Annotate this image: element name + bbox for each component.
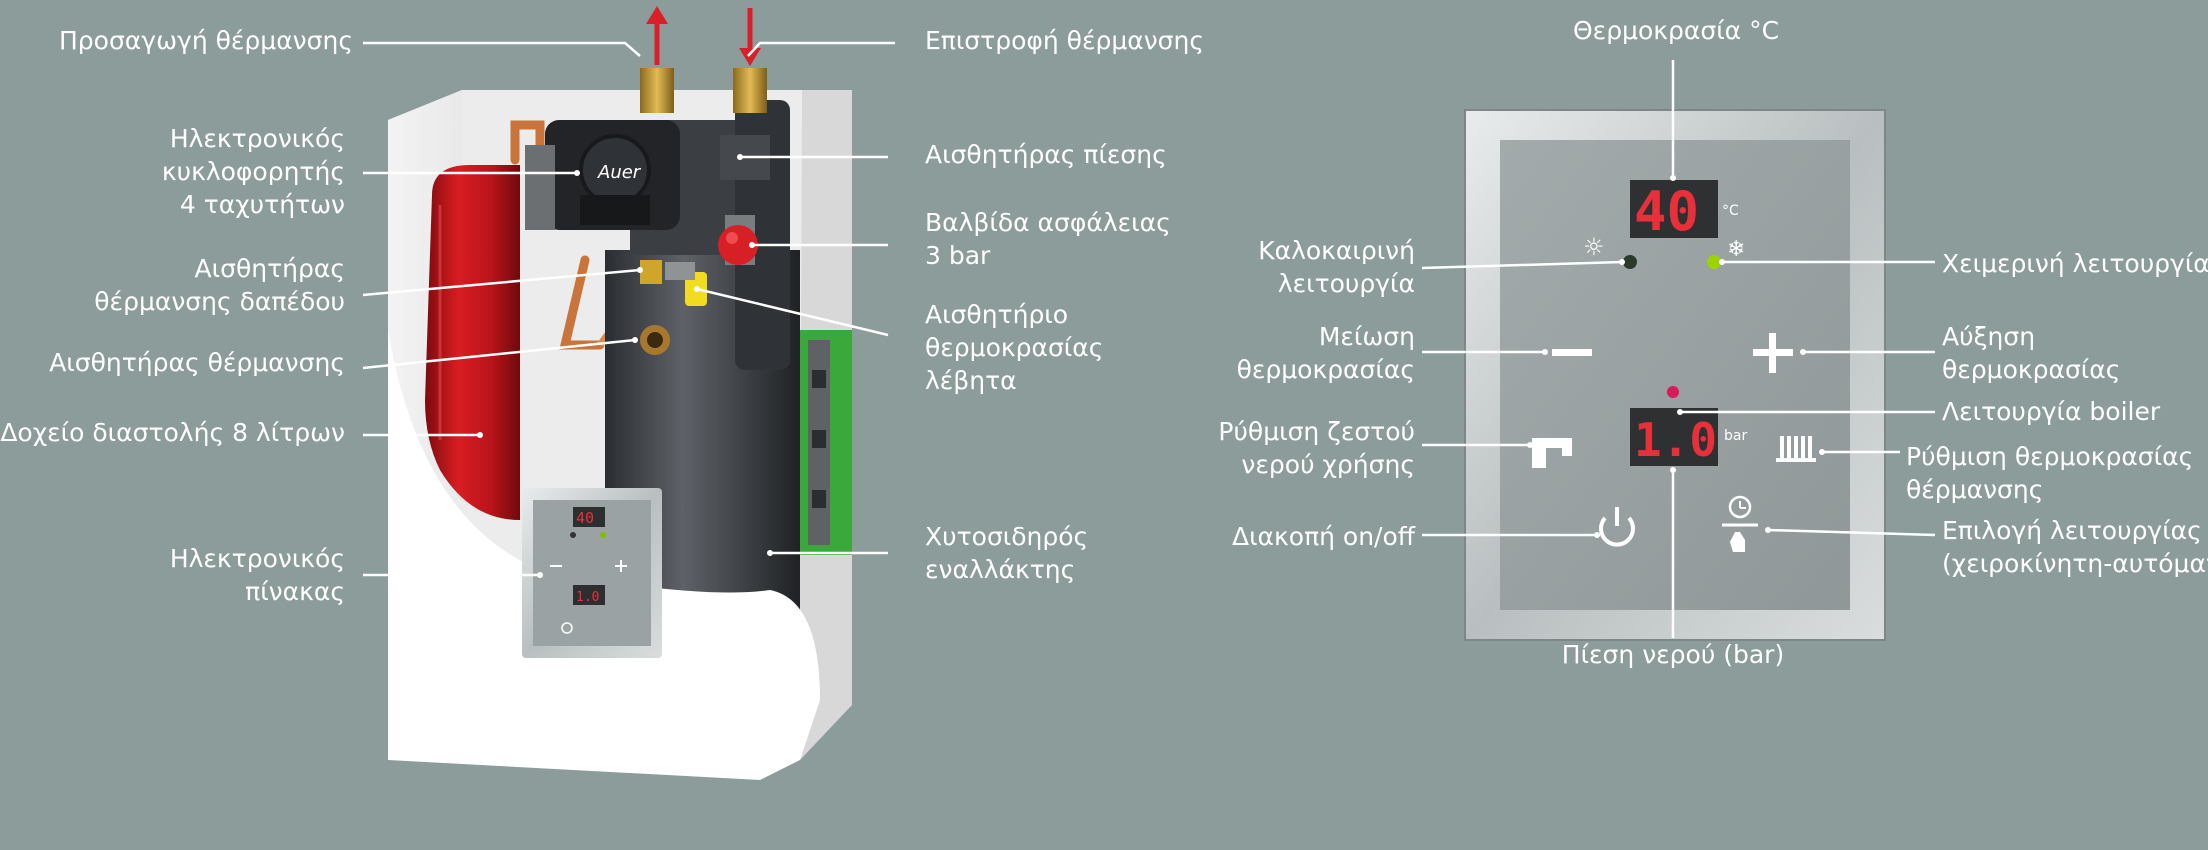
label-cast-iron-line1: Χυτοσιδηρός bbox=[925, 522, 1089, 551]
pressure-display-unit: bar bbox=[1724, 428, 1747, 444]
label-increase-line2: θερμοκρασίας bbox=[1942, 355, 2121, 384]
winter-led bbox=[1707, 255, 1721, 269]
temperature-display-value: 40 bbox=[1634, 180, 1699, 243]
radiator-icon bbox=[1776, 436, 1816, 462]
label-floor-sensor: Αισθητήρας θέρμανσης δαπέδου bbox=[94, 252, 345, 318]
label-increase-line1: Αύξηση bbox=[1942, 322, 2036, 351]
large-control-panel: 40 °C ☼ ❄ 1.0 bar bbox=[1464, 109, 1886, 641]
electronics-board bbox=[800, 330, 852, 555]
temperature-display-unit: °C bbox=[1722, 203, 1739, 219]
expansion-tank bbox=[425, 165, 520, 520]
circulator-pump: Auer bbox=[525, 120, 680, 230]
label-heating-setting-line2: θέρμανσης bbox=[1906, 475, 2044, 504]
cabinet-front-curve bbox=[388, 330, 820, 780]
plus-icon bbox=[1753, 333, 1793, 373]
clock-hand-icon bbox=[1722, 495, 1758, 552]
return-connector bbox=[733, 68, 767, 113]
label-safety-valve-line1: Βαλβίδα ασφάλειας bbox=[925, 208, 1171, 237]
power-icon bbox=[1599, 507, 1635, 547]
label-temperature: Θερμοκρασία °C bbox=[1573, 16, 1780, 45]
boiler-mode-led bbox=[1667, 386, 1679, 398]
return-arrow-down bbox=[739, 8, 761, 66]
supply-arrow-up bbox=[646, 6, 668, 65]
label-heating-setting: Ρύθμιση θερμοκρασίας θέρμανσης bbox=[1906, 440, 2193, 506]
label-circulator-line1: Ηλεκτρονικός bbox=[169, 124, 345, 153]
mini-pressure-display: 1.0 bbox=[576, 590, 599, 605]
label-decrease-line1: Μείωση bbox=[1318, 322, 1415, 351]
label-summer-line1: Καλοκαιρινή bbox=[1258, 236, 1415, 265]
pressure-display bbox=[1630, 408, 1718, 466]
label-safety-valve-line2: 3 bar bbox=[925, 241, 991, 270]
label-safety-valve: Βαλβίδα ασφάλειας 3 bar bbox=[925, 206, 1171, 272]
faucet-icon bbox=[1532, 438, 1572, 468]
supply-connector bbox=[640, 68, 674, 113]
label-cast-iron: Χυτοσιδηρός εναλλάκτης bbox=[925, 520, 1088, 586]
sun-icon: ☼ bbox=[1583, 233, 1605, 261]
temperature-display bbox=[1630, 180, 1718, 238]
label-heating-setting-line1: Ρύθμιση θερμοκρασίας bbox=[1906, 442, 2194, 471]
label-winter: Χειμερινή λειτουργία bbox=[1942, 249, 2208, 278]
label-dhw-setting: Ρύθμιση ζεστού νερού χρήσης bbox=[1218, 415, 1415, 481]
pump-brand-label: Auer bbox=[597, 162, 642, 183]
label-boiler-temp-sensor: Αισθητήριο θερμοκρασίας λέβητα bbox=[925, 298, 1103, 397]
pressure-display-value: 1.0 bbox=[1634, 413, 1717, 467]
label-mode-select: Επιλογή λειτουργίας (χειροκίνητη-αυτόματ… bbox=[1942, 514, 2208, 580]
label-dhw-setting-line1: Ρύθμιση ζεστού bbox=[1218, 417, 1415, 446]
boiler-callout-lines bbox=[362, 41, 895, 578]
label-decrease-line2: θερμοκρασίας bbox=[1236, 355, 1415, 384]
label-mode-select-line2: (χειροκίνητη-αυτόματη) bbox=[1942, 549, 2208, 578]
snowflake-icon: ❄ bbox=[1727, 237, 1745, 262]
label-floor-sensor-line1: Αισθητήρας bbox=[194, 254, 345, 283]
label-electronic-panel-line1: Ηλεκτρονικός bbox=[169, 544, 345, 573]
label-increase: Αύξηση θερμοκρασίας bbox=[1942, 320, 2120, 386]
mini-temp-display: 40 bbox=[576, 509, 594, 527]
label-floor-sensor-line2: θέρμανσης δαπέδου bbox=[94, 287, 345, 316]
label-boiler-temp-sensor-line3: λέβητα bbox=[925, 366, 1017, 395]
label-decrease: Μείωση θερμοκρασίας bbox=[1237, 320, 1415, 386]
label-electronic-panel: Ηλεκτρονικός πίνακας bbox=[170, 542, 345, 608]
label-circulator: Ηλεκτρονικός κυκλοφορητής 4 ταχυτήτων bbox=[162, 122, 345, 221]
label-electronic-panel-line2: πίνακας bbox=[245, 577, 345, 606]
label-mode-select-line1: Επιλογή λειτουργίας bbox=[1942, 516, 2202, 545]
label-return: Επιστροφή θέρμανσης bbox=[925, 26, 1205, 55]
label-boiler-temp-sensor-line2: θερμοκρασίας bbox=[925, 333, 1104, 362]
label-dhw-setting-line2: νερού χρήσης bbox=[1241, 450, 1415, 479]
label-cast-iron-line2: εναλλάκτης bbox=[925, 555, 1076, 584]
panel-callout-lines bbox=[1421, 60, 1936, 638]
label-boiler-mode: Λειτουργία boiler bbox=[1942, 397, 2161, 426]
label-boiler-temp-sensor-line1: Αισθητήριο bbox=[925, 300, 1069, 329]
minus-icon bbox=[1552, 349, 1592, 356]
mini-control-panel: 40 1.0 bbox=[522, 488, 662, 658]
label-summer-line2: λειτουργία bbox=[1277, 269, 1415, 298]
safety-valve bbox=[718, 215, 758, 265]
label-heating-sensor: Αισθητήρας θέρμανσης bbox=[49, 348, 345, 377]
label-onoff: Διακοπή on/off bbox=[1232, 522, 1415, 551]
label-pressure-sensor: Αισθητήρας πίεσης bbox=[925, 140, 1167, 169]
floor-sensor-body bbox=[640, 260, 662, 284]
boiler-illustration: Auer bbox=[388, 6, 852, 780]
label-water-pressure: Πίεση νερού (bar) bbox=[1561, 640, 1785, 669]
label-summer: Καλοκαιρινή λειτουργία bbox=[1258, 234, 1415, 300]
label-supply: Προσαγωγή θέρμανσης bbox=[59, 26, 353, 55]
label-circulator-line3: 4 ταχυτήτων bbox=[179, 190, 345, 219]
label-circulator-line2: κυκλοφορητής bbox=[161, 157, 345, 186]
summer-led bbox=[1623, 255, 1637, 269]
label-expansion-tank: Δοχείο διαστολής 8 λίτρων bbox=[0, 418, 345, 447]
